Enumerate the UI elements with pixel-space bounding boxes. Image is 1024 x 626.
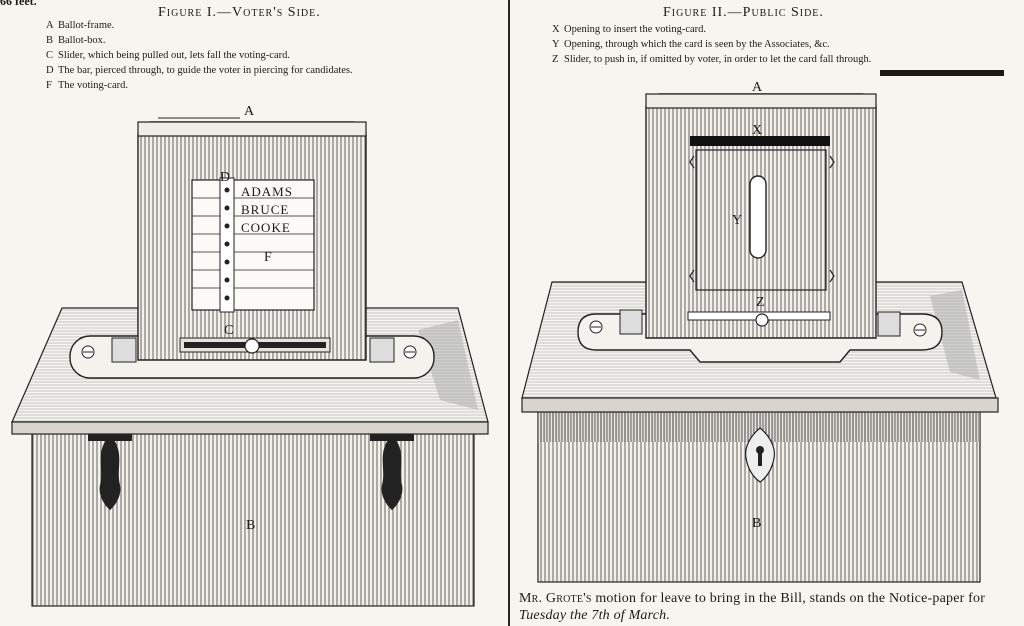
rule-mark: [880, 70, 1004, 76]
label-d: D: [220, 170, 230, 185]
notice-name: Mr. Grote's: [519, 591, 592, 606]
figure-2-title: Figure II.—Public Side.: [663, 5, 824, 20]
card-window: [191, 179, 315, 311]
view-opening: [749, 175, 767, 259]
slider-knob: [244, 338, 260, 354]
label-z: Z: [756, 295, 765, 310]
hinge-icon: [370, 433, 414, 510]
keyhole-icon: [745, 427, 775, 483]
label-a: A: [244, 104, 255, 119]
figure-2-drawing: A X Y Z B: [521, 80, 999, 583]
candidate-name: COOKE: [241, 220, 291, 235]
figure-1-drawing: ADAMS BRUCE COOKE A D F C B: [11, 104, 489, 607]
candidate-name: ADAMS: [241, 184, 293, 199]
label-c: C: [224, 323, 233, 338]
slider-knob: [755, 313, 769, 327]
figure-1-title: Figure I.—Voter's Side.: [158, 5, 321, 20]
candidate-name: BRUCE: [241, 202, 289, 217]
column-divider: [508, 0, 510, 626]
label-b: B: [246, 518, 255, 533]
notice-text: motion for leave to bring in the Bill, s…: [591, 591, 986, 606]
notice-date: Tuesday the 7th of March.: [519, 608, 671, 623]
card-slot: [690, 136, 830, 146]
label-f: F: [264, 250, 272, 265]
label-a: A: [752, 80, 763, 95]
label-y: Y: [732, 213, 742, 228]
page-corner-text: 66 feet.: [0, 0, 37, 8]
hinge-icon: [88, 433, 132, 510]
notice-paragraph: Mr. Grote's motion for leave to bring in…: [519, 590, 1014, 624]
label-x: X: [752, 123, 762, 138]
label-b: B: [752, 516, 761, 531]
